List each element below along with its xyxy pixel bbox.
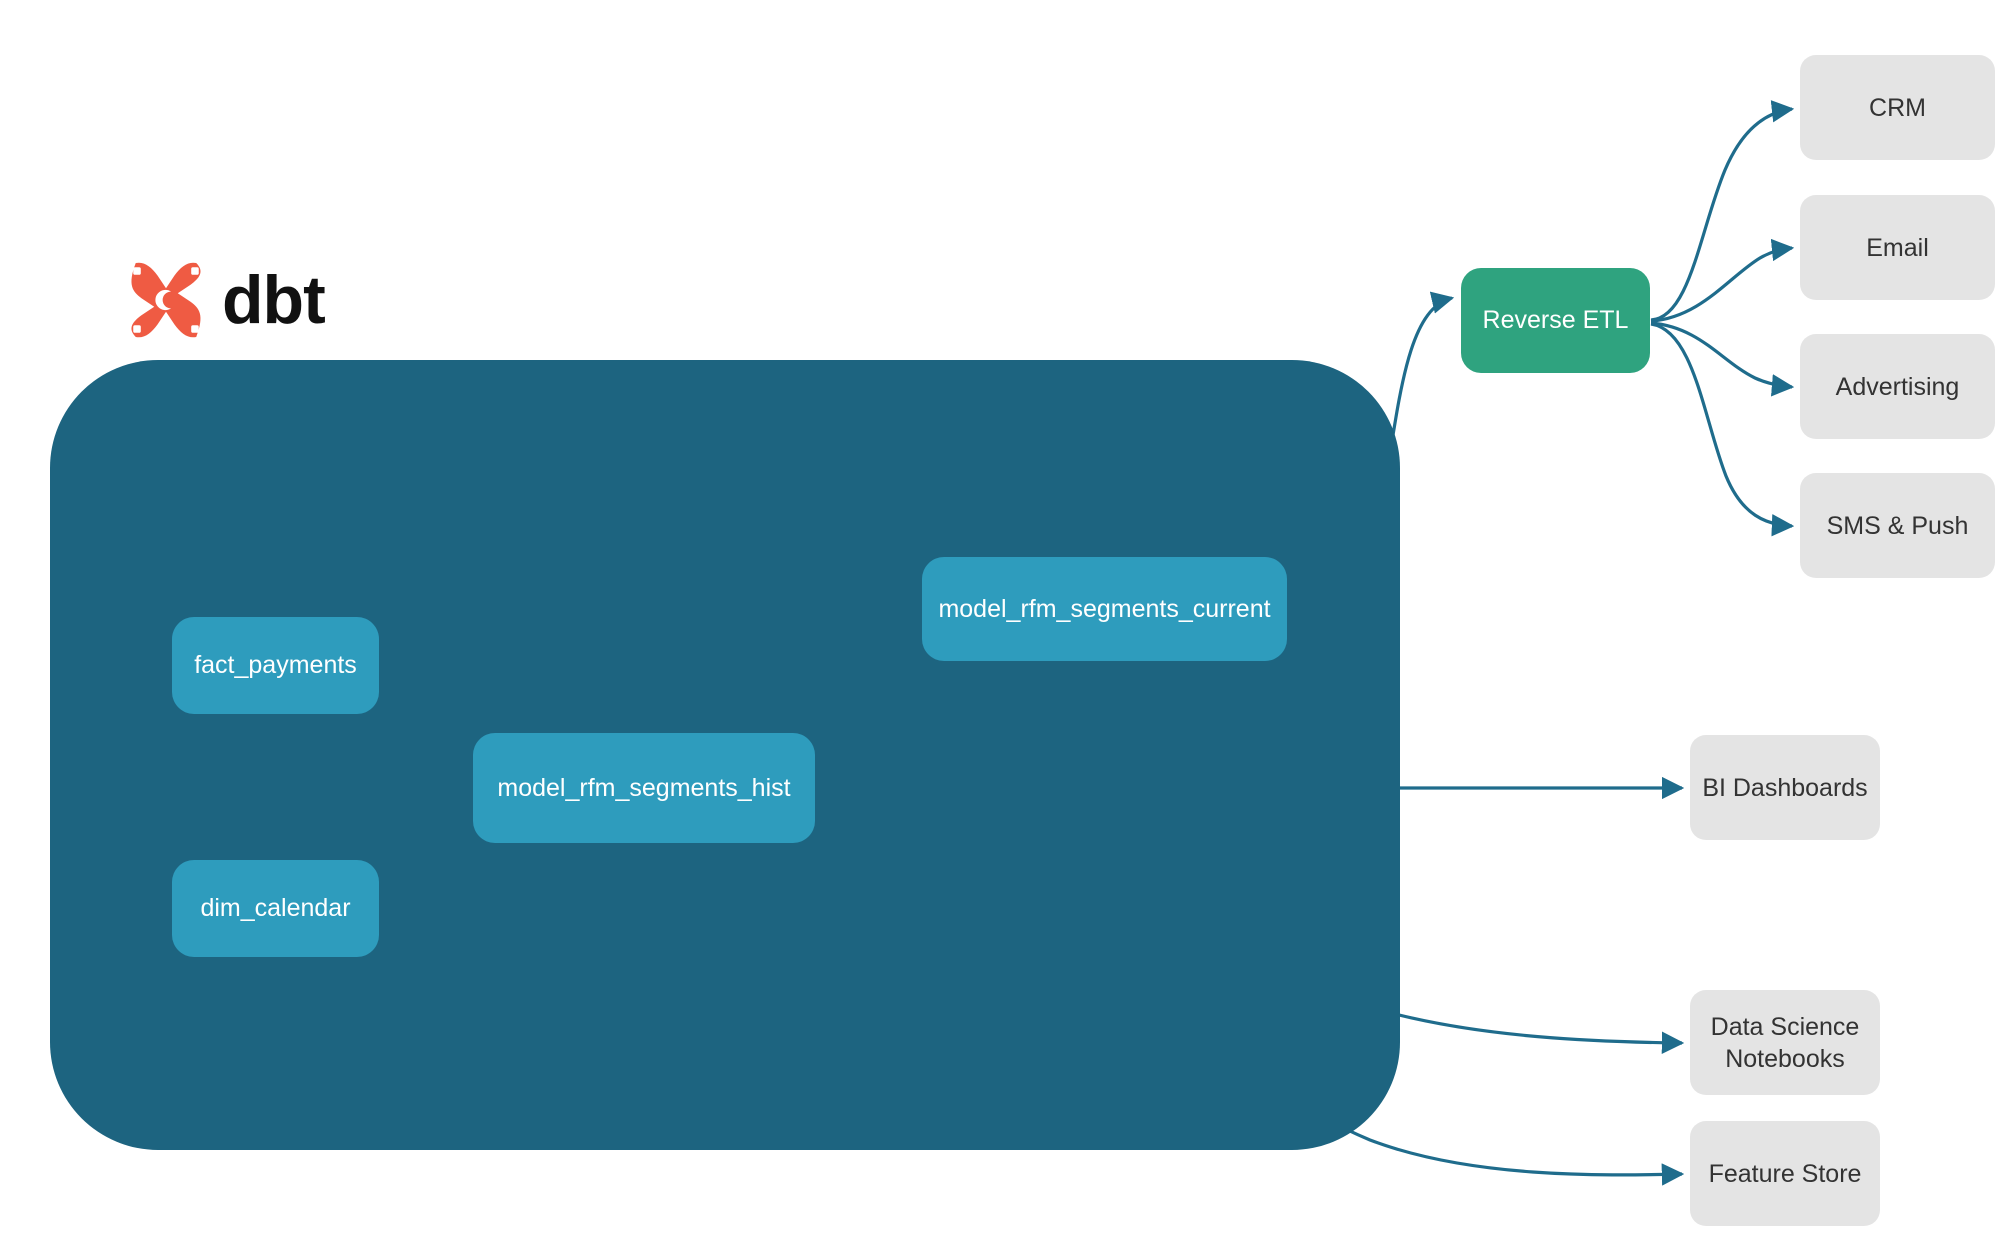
node-destination-email[interactable]: Email <box>1800 195 1995 300</box>
node-destination-bi-dashboards[interactable]: BI Dashboards <box>1690 735 1880 840</box>
node-destination-feature-store[interactable]: Feature Store <box>1690 1121 1880 1226</box>
edge-reverse-etl-to-advertising <box>1650 321 1795 397</box>
node-dim-calendar[interactable]: dim_calendar <box>172 860 379 957</box>
node-model-rfm-segments-current[interactable]: model_rfm_segments_current <box>922 557 1287 661</box>
node-destination-data-science-notebooks[interactable]: Data Science Notebooks <box>1690 990 1880 1095</box>
destination-label-line2: Notebooks <box>1725 1044 1845 1073</box>
node-reverse-etl[interactable]: Reverse ETL <box>1461 268 1650 373</box>
edge-reverse-etl-to-sms-push <box>1650 322 1795 537</box>
brand-name: dbt <box>222 262 326 338</box>
node-destination-advertising[interactable]: Advertising <box>1800 334 1995 439</box>
dbt-logo-icon <box>131 262 201 338</box>
node-destination-sms-push[interactable]: SMS & Push <box>1800 473 1995 578</box>
node-model-rfm-segments-hist[interactable]: model_rfm_segments_hist <box>473 733 815 843</box>
brand: dbt <box>124 258 326 342</box>
destination-label-line1: Data Science <box>1710 1012 1860 1041</box>
node-destination-crm[interactable]: CRM <box>1800 55 1995 160</box>
node-fact-payments[interactable]: fact_payments <box>172 617 379 714</box>
edge-reverse-etl-to-crm <box>1650 100 1795 322</box>
edge-reverse-etl-to-email <box>1650 238 1795 323</box>
